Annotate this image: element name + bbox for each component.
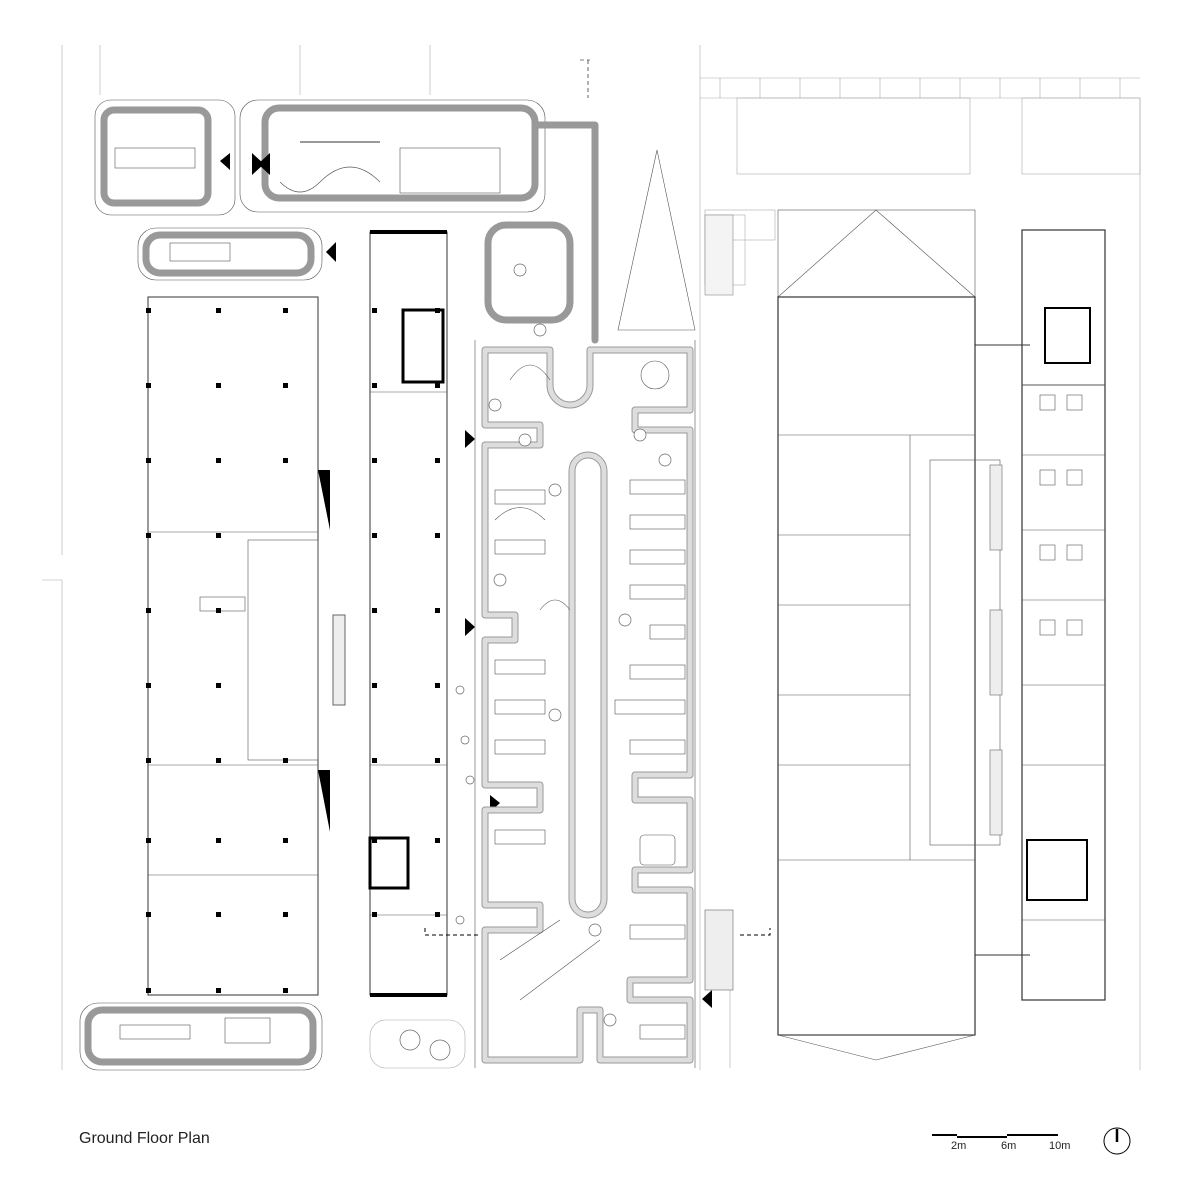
north-arrow-icon — [1103, 1127, 1131, 1155]
pod-small-center — [484, 221, 574, 324]
central-office — [369, 263, 696, 1069]
drawing-title: Ground Floor Plan — [79, 1130, 210, 1147]
pod-small-left — [137, 227, 323, 281]
scale-label-2m: 2m — [951, 1140, 966, 1152]
desk-clusters — [494, 360, 686, 1040]
section-marks — [424, 928, 771, 936]
scale-bar: 2m 6m 10m — [932, 1134, 1070, 1152]
pod-top-left — [94, 99, 236, 216]
left-building — [146, 230, 448, 997]
landscape-triangle — [617, 149, 696, 331]
far-right-building — [1021, 229, 1106, 1001]
right-building — [704, 209, 1030, 1068]
pod-bottom-left — [79, 1002, 323, 1071]
pod-top-center — [239, 99, 599, 344]
scale-label-10m: 10m — [1049, 1140, 1070, 1152]
structural-columns — [146, 308, 440, 993]
trees — [399, 263, 672, 1061]
scale-label-6m: 6m — [1001, 1140, 1016, 1152]
site-boundary-lines — [42, 45, 1141, 1070]
